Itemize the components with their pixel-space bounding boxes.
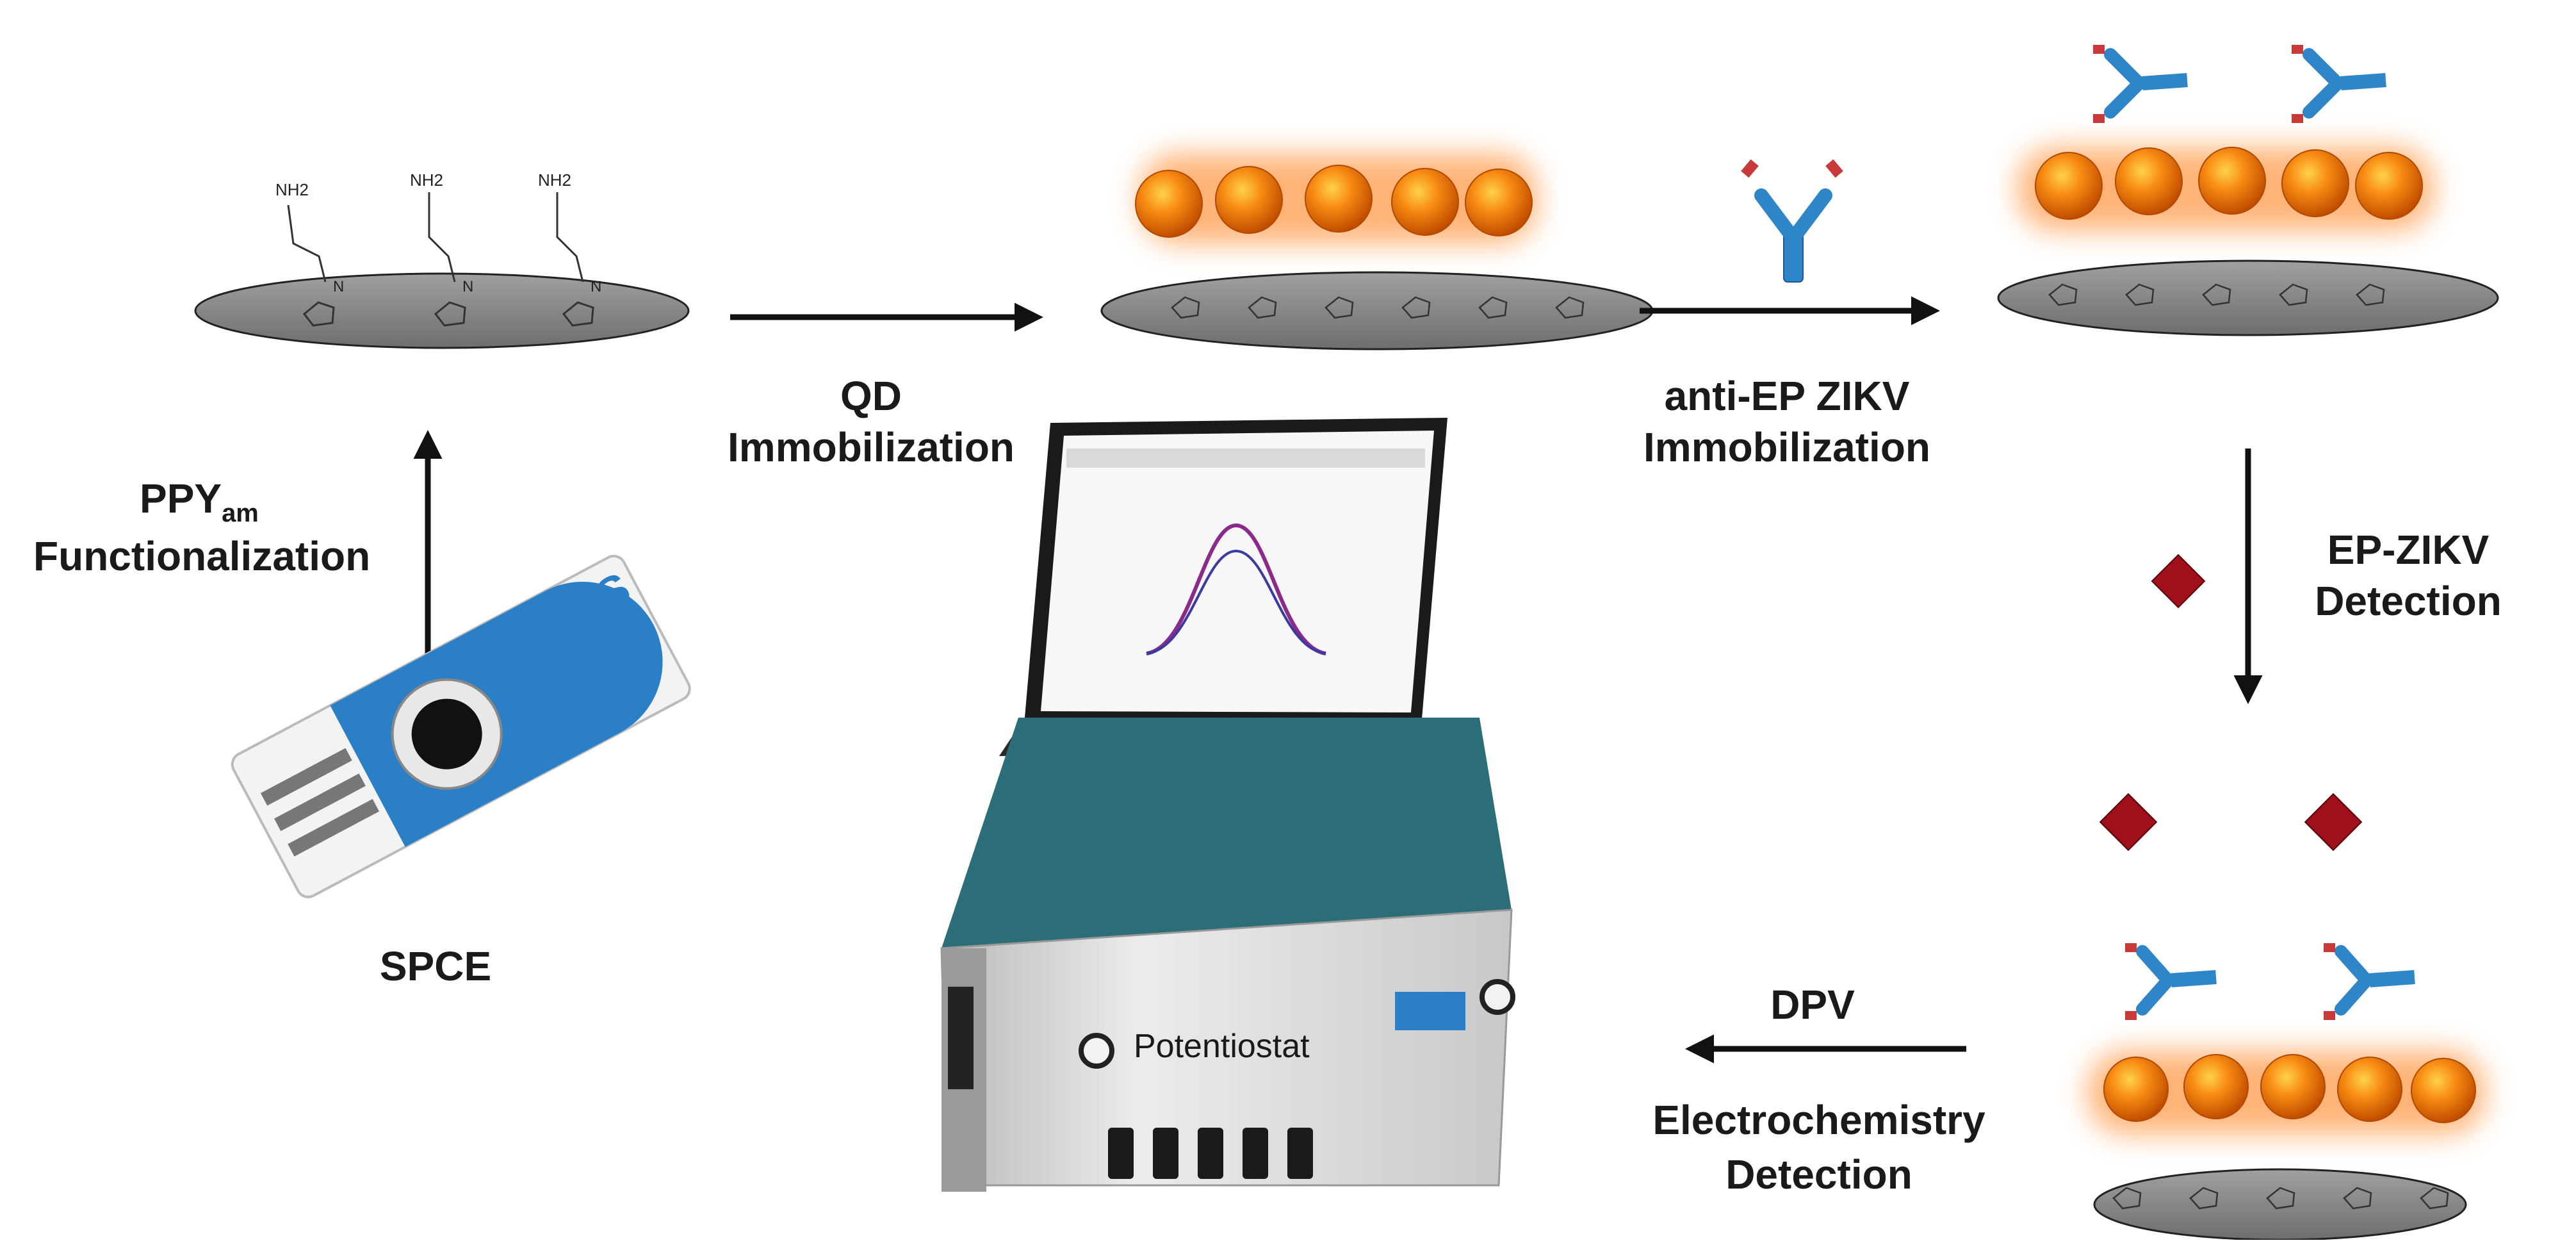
quantum-dot (2260, 1054, 2326, 1119)
spce-label: SPCE (379, 943, 492, 989)
nitrogen-label: N (333, 278, 344, 295)
antigen-bound (2304, 793, 2363, 852)
port-right (1480, 979, 1515, 1015)
electro-label-line1: Electrochemistry (1652, 1097, 1985, 1143)
nitrogen-label: N (462, 278, 473, 295)
antibody-bound (2324, 943, 2415, 1020)
vent-slot (1153, 1128, 1178, 1179)
vent-slot (1287, 1128, 1313, 1179)
potentiostat-label: Potentiostat (1134, 1028, 1310, 1065)
surface-ppy-functionalized: NH2 NH2 NH2 N N N (194, 170, 690, 349)
ppy-main: PPY (140, 475, 222, 522)
antibody-bound (2093, 45, 2188, 123)
vent-slot (1198, 1128, 1223, 1179)
quantum-dot (2411, 1058, 2476, 1123)
quantum-dot (1215, 166, 1283, 234)
anti-label-line2: Immobilization (1643, 424, 1930, 470)
antibody-free (1741, 159, 1843, 283)
quantum-dot (2281, 149, 2349, 217)
quantum-dot (2035, 152, 2103, 220)
vent-slot (1108, 1128, 1134, 1179)
antibody-bound (2292, 45, 2386, 123)
quantum-dot (2183, 1054, 2249, 1119)
quantum-dot (2115, 147, 2183, 215)
quantum-dot (2355, 152, 2423, 220)
surface-antigen-bound (2088, 793, 2485, 1241)
quantum-dot (1465, 169, 1533, 236)
nitrogen-label: N (591, 278, 601, 295)
spce-electrode: DS 110 (231, 554, 691, 898)
ep-label-line2: Detection (2315, 578, 2502, 624)
vent-slot (1243, 1128, 1268, 1179)
quantum-dot (1305, 165, 1373, 233)
ppy-label: PPYam (140, 474, 259, 529)
quantum-dot (1135, 170, 1203, 238)
amine-label: NH2 (538, 170, 571, 190)
laptop (999, 418, 1486, 756)
port-left (1079, 1033, 1114, 1069)
electro-label-line2: Detection (1725, 1151, 1912, 1198)
ppy-subscript: am (222, 499, 259, 527)
antigen-free (2151, 554, 2206, 609)
potentiostat: Potentiostat (940, 718, 1515, 1192)
amine-label: NH2 (275, 180, 309, 199)
quantum-dot (2337, 1057, 2402, 1122)
surface-antibody-immobilized (1997, 45, 2499, 336)
quantum-dot (1391, 168, 1459, 236)
antibody-bound (2125, 943, 2217, 1020)
dpv-screen-curve (1146, 523, 1326, 655)
anti-label-line1: anti-EP ZIKV (1664, 373, 1910, 419)
quantum-dot (2198, 147, 2266, 215)
functionalization-label: Functionalization (33, 533, 371, 579)
surface-qd-immobilized (1100, 154, 1654, 350)
ep-label-line1: EP-ZIKV (2327, 527, 2490, 573)
quantum-dot (2103, 1057, 2169, 1122)
dpv-label: DPV (1770, 982, 1855, 1028)
qd-label-line1: QD (840, 373, 902, 419)
amine-label: NH2 (410, 170, 443, 190)
display-panel (1395, 992, 1465, 1030)
qd-label-line2: Immobilization (728, 424, 1015, 470)
antigen-bound (2099, 793, 2158, 852)
